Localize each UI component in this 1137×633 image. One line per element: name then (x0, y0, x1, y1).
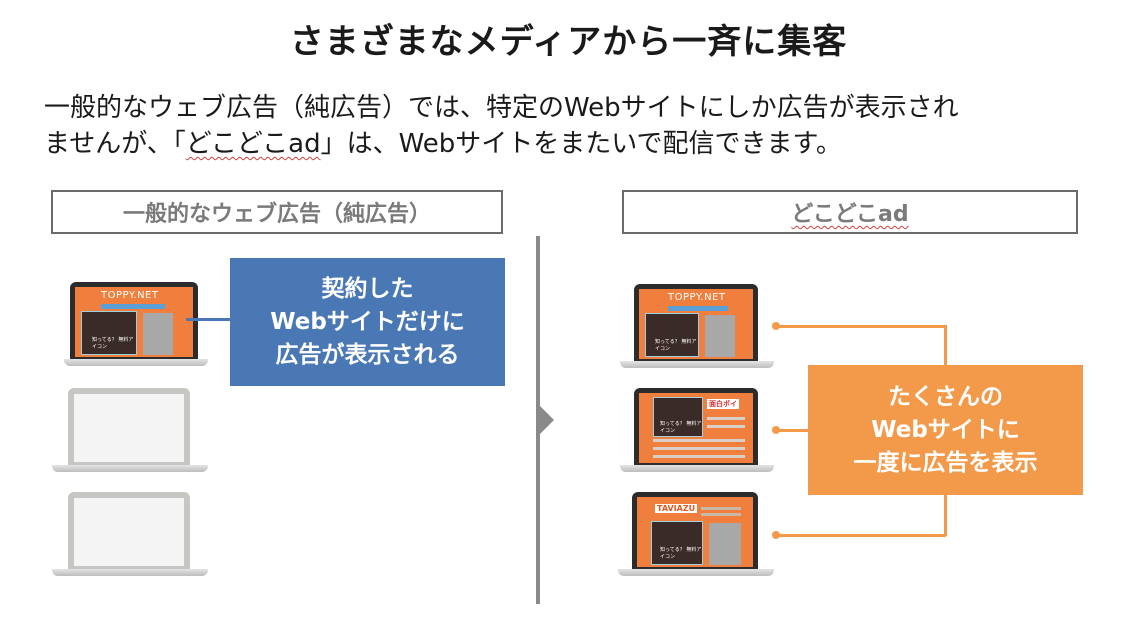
laptop-base (618, 569, 774, 576)
laptop-blank-1 (52, 388, 208, 472)
laptop-blank-2 (52, 492, 208, 576)
content-line (701, 513, 741, 516)
left-header-label: 一般的なウェブ広告（純広告） (122, 202, 431, 227)
ad-image: 知ってる？ 無料アイコン (653, 397, 703, 437)
content-line (653, 439, 745, 442)
connector-dot (772, 322, 780, 330)
ad-image: 知ってる？ 無料アイコン (651, 521, 703, 565)
content-line (653, 455, 745, 458)
content-line (653, 447, 745, 450)
left-connector-line (186, 318, 232, 321)
site-screen: TOPPY.NET 知ってる？ 無料アイコン (639, 289, 753, 359)
intro-line-2-start: ませんが、「 (44, 129, 186, 159)
connector-line (778, 429, 810, 432)
content-line (707, 425, 745, 428)
ad-caption: 知ってる？ 無料アイコン (655, 339, 697, 352)
intro-brand-name: どこどこad (185, 129, 321, 159)
laptop-site-left: TOPPY.NET 知ってる？ 無料アイコン (64, 282, 208, 366)
right-callout-line-3: 一度に広告を表示 (853, 449, 1038, 476)
site-name-label: TOPPY.NET (101, 290, 159, 301)
laptop-base (52, 465, 208, 472)
right-section-header: どこどこad (622, 190, 1078, 234)
divider-arrow-icon (538, 404, 554, 436)
laptop-base (64, 359, 208, 366)
connector-dot (772, 426, 780, 434)
connector-line (944, 494, 947, 536)
laptop-base (620, 465, 774, 472)
left-callout: 契約した Webサイトだけに 広告が表示される (230, 258, 505, 386)
left-callout-line-3: 広告が表示される (275, 341, 460, 368)
connector-dot (772, 531, 780, 539)
connector-line (778, 534, 946, 537)
intro-line-2-end: 」は、Webサイトをまたいで配信できます。 (320, 129, 842, 159)
site-subtitle-bar (668, 306, 728, 311)
site-logo: 面白ポイ (707, 399, 739, 409)
site-screen: TAVIAZU 知ってる？ 無料アイコン (637, 497, 753, 567)
sidebar-placeholder (705, 315, 735, 357)
page-title: さまざまなメディアから一斉に集客 (289, 22, 848, 62)
right-callout: たくさんの Webサイトに 一度に広告を表示 (808, 365, 1083, 495)
left-callout-line-1: 契約した (321, 275, 414, 302)
site-subtitle-bar (101, 304, 165, 309)
sidebar-placeholder (709, 523, 741, 565)
laptop-site-right-2: 知ってる？ 無料アイコン 面白ポイ (620, 388, 774, 472)
intro-line-1: 一般的なウェブ広告（純広告）では、特定のWebサイトにしか広告が表示され (44, 93, 959, 123)
sidebar-placeholder (143, 313, 173, 355)
ad-image: 知ってる？ 無料アイコン (81, 311, 137, 355)
blank-screen (74, 394, 184, 462)
connector-line (778, 325, 946, 328)
content-line (707, 417, 745, 420)
connector-line (944, 325, 947, 367)
site-name-label: TOPPY.NET (668, 292, 726, 303)
right-callout-line-2: Webサイトに (871, 416, 1020, 443)
blank-screen (74, 498, 184, 566)
laptop-site-right-1: TOPPY.NET 知ってる？ 無料アイコン (620, 284, 774, 368)
left-callout-line-2: Webサイトだけに (270, 308, 465, 335)
laptop-site-right-3: TAVIAZU 知ってる？ 無料アイコン (618, 492, 774, 576)
content-line (701, 507, 741, 510)
ad-caption: 知ってる？ 無料アイコン (660, 421, 702, 434)
ad-caption: 知ってる？ 無料アイコン (660, 547, 702, 560)
ad-caption: 知ってる？ 無料アイコン (92, 337, 134, 350)
intro-text: 一般的なウェブ広告（純広告）では、特定のWebサイトにしか広告が表示され ません… (44, 90, 1114, 162)
laptop-base (620, 361, 774, 368)
right-header-label: どこどこad (791, 202, 909, 227)
site-logo: TAVIAZU (655, 504, 698, 513)
right-callout-line-1: たくさんの (888, 383, 1003, 410)
left-section-header: 一般的なウェブ広告（純広告） (51, 190, 503, 234)
site-screen: 知ってる？ 無料アイコン 面白ポイ (639, 393, 753, 463)
laptop-base (52, 569, 208, 576)
intro-line-2: ませんが、「どこどこad」は、Webサイトをまたいで配信できます。 (44, 126, 1114, 162)
ad-image: 知ってる？ 無料アイコン (645, 313, 699, 357)
site-screen: TOPPY.NET 知ってる？ 無料アイコン (75, 287, 193, 357)
